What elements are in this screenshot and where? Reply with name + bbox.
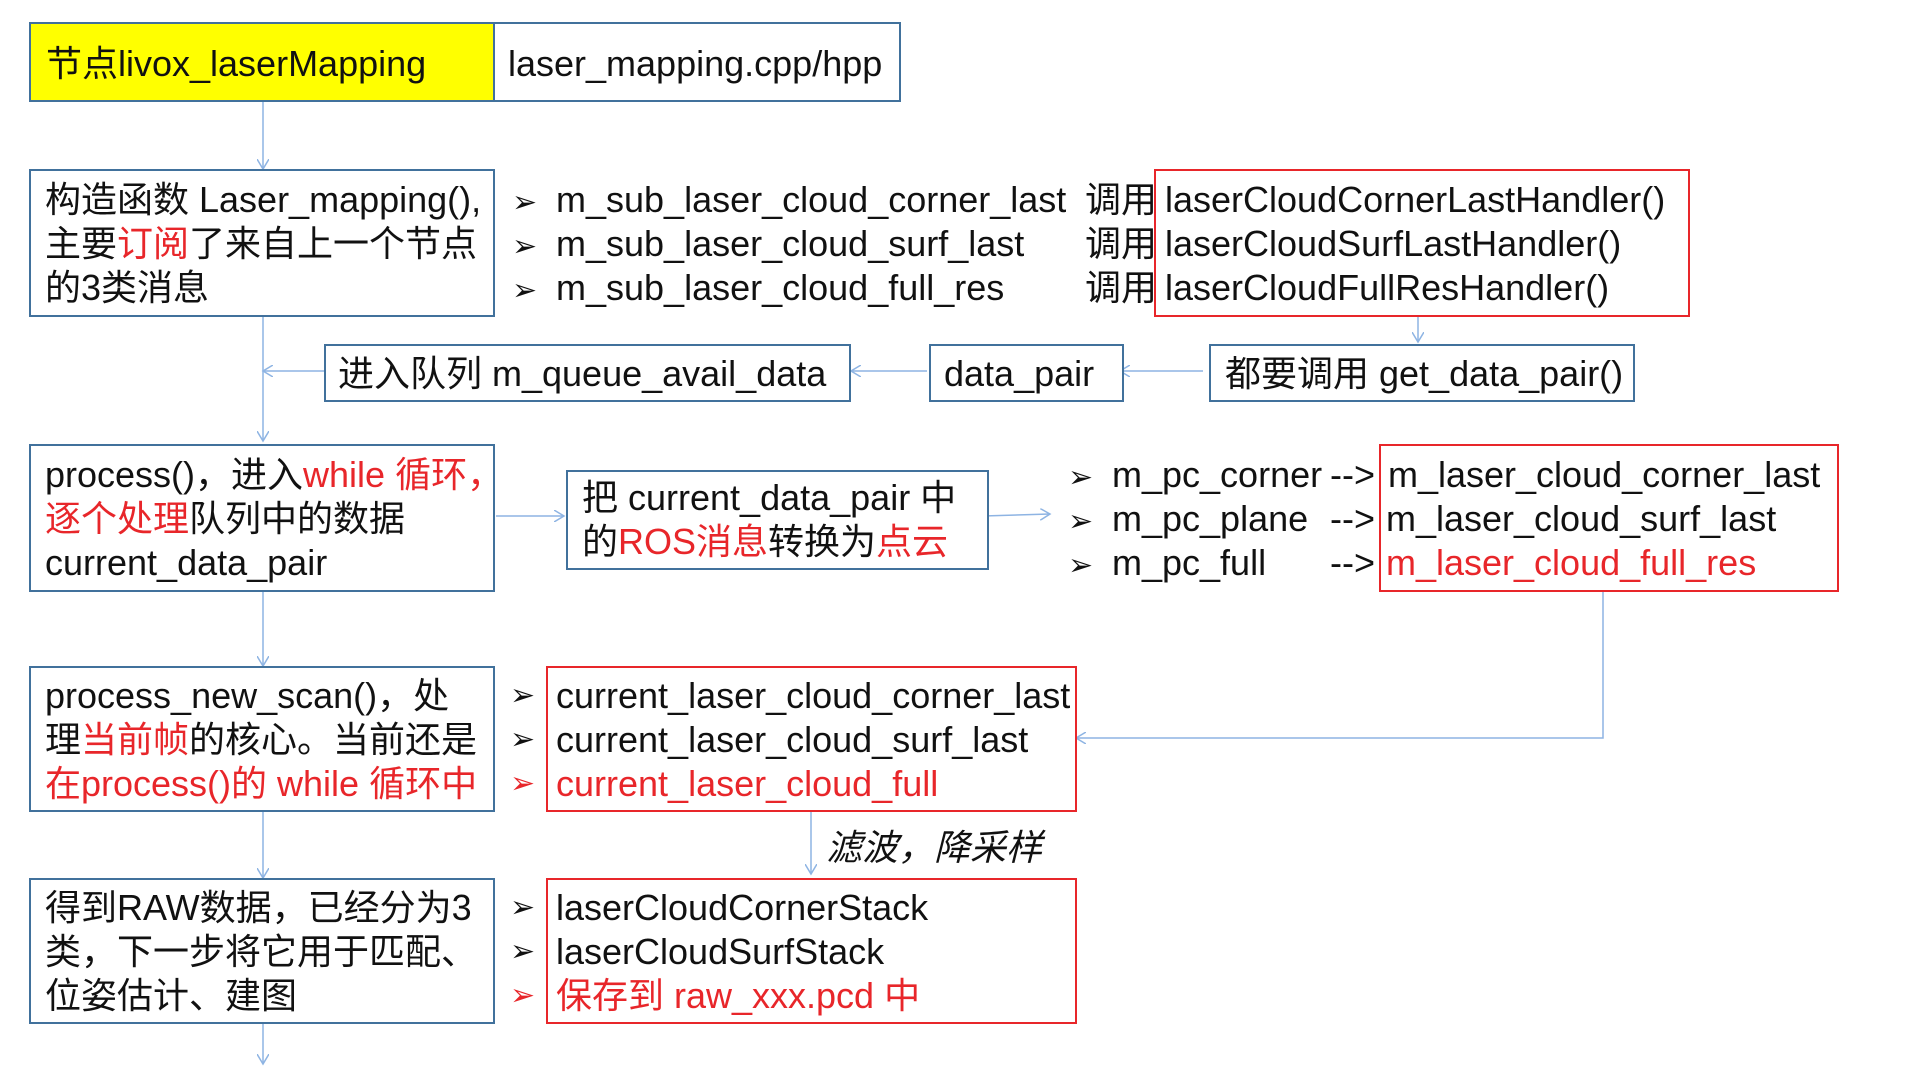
stacks-box bbox=[546, 878, 1077, 1024]
handler-name: laserCloudCornerLastHandler() bbox=[1165, 179, 1666, 220]
mapping-targets-box bbox=[1379, 444, 1839, 592]
raw-line-2: 类，下一步将它用于匹配、 bbox=[45, 931, 478, 972]
get-data-pair-label: 都要调用 get_data_pair() bbox=[1225, 353, 1624, 394]
node-label: 节点livox_laserMapping bbox=[46, 43, 427, 84]
process-line-1: process()，进入while 循环， bbox=[45, 454, 504, 495]
raw-line-3: 位姿估计、建图 bbox=[45, 975, 298, 1016]
current-cloud-item: current_laser_cloud_surf_last bbox=[556, 719, 1029, 760]
new-scan-line-2: 理当前帧的核心。当前还是 bbox=[45, 719, 478, 760]
mapping-target: m_laser_cloud_corner_last bbox=[1388, 454, 1821, 495]
mapping-item: ➢m_pc_corner bbox=[1068, 454, 1323, 495]
current-cloud-bullet: ➢ bbox=[510, 723, 536, 756]
handler-name: laserCloudFullResHandler() bbox=[1165, 267, 1610, 308]
process-line-2: 逐个处理队列中的数据 bbox=[45, 498, 406, 539]
current-cloud-item: current_laser_cloud_corner_last bbox=[556, 675, 1071, 716]
stack-item: laserCloudSurfStack bbox=[556, 931, 885, 972]
handler-name: laserCloudSurfLastHandler() bbox=[1165, 223, 1622, 264]
stack-item: 保存到 raw_xxx.pcd 中 bbox=[556, 975, 921, 1016]
constructor-line-2: 主要订阅了来自上一个节点 bbox=[45, 223, 478, 264]
file-label-box bbox=[493, 22, 901, 102]
process-box bbox=[29, 444, 495, 592]
data-pair-box bbox=[929, 344, 1124, 402]
data-pair-label: data_pair bbox=[944, 353, 1095, 394]
raw-line-1: 得到RAW数据，已经分为3 bbox=[45, 887, 472, 928]
new-scan-box bbox=[29, 666, 495, 812]
convert-line-1: 把 current_data_pair 中 bbox=[582, 477, 957, 518]
subscription-item: ➢m_sub_laser_cloud_corner_last bbox=[512, 179, 1067, 220]
constructor-box bbox=[29, 169, 495, 317]
mapping-item: ➢m_pc_plane bbox=[1068, 498, 1309, 539]
stack-bullet: ➢ bbox=[510, 935, 536, 968]
convert-line-2: 的ROS消息转换为点云 bbox=[582, 521, 949, 562]
node-label-box bbox=[29, 22, 495, 102]
call-label: 调用 bbox=[1085, 267, 1158, 308]
constructor-line-3: 的3类消息 bbox=[45, 267, 210, 308]
enqueue-box bbox=[324, 344, 851, 402]
stack-bullet: ➢ bbox=[510, 891, 536, 924]
constructor-line-1: 构造函数 Laser_mapping(), bbox=[45, 179, 482, 220]
current-clouds-box bbox=[546, 666, 1077, 812]
process-line-3: current_data_pair bbox=[45, 542, 328, 583]
mapping-target: m_laser_cloud_surf_last bbox=[1386, 498, 1777, 539]
handlers-box bbox=[1154, 169, 1690, 317]
stack-item: laserCloudCornerStack bbox=[556, 887, 929, 928]
subscription-item: ➢m_sub_laser_cloud_surf_last bbox=[512, 223, 1025, 264]
call-label: 调用 bbox=[1085, 223, 1158, 264]
enqueue-label: 进入队列 m_queue_avail_data bbox=[338, 353, 827, 394]
arrow-convert-to-mapping bbox=[982, 514, 1050, 516]
stack-bullet: ➢ bbox=[510, 979, 536, 1012]
subscription-item: ➢m_sub_laser_cloud_full_res bbox=[512, 267, 1005, 308]
raw-box bbox=[29, 878, 495, 1024]
call-label: 调用 bbox=[1085, 179, 1158, 220]
file-label: laser_mapping.cpp/hpp bbox=[508, 43, 883, 84]
mapping-item: ➢m_pc_full bbox=[1068, 542, 1267, 583]
new-scan-line-3: 在process()的 while 循环中 bbox=[45, 763, 478, 804]
mapping-arrow: --> bbox=[1330, 542, 1375, 583]
get-data-pair-box bbox=[1209, 344, 1635, 402]
current-cloud-item: current_laser_cloud_full bbox=[556, 763, 939, 804]
arrow-mapping-to-current bbox=[1076, 592, 1604, 738]
convert-box bbox=[566, 470, 989, 570]
new-scan-line-1: process_new_scan()，处 bbox=[45, 675, 450, 716]
filter-label: 滤波，降采样 bbox=[826, 827, 1043, 868]
current-cloud-bullet: ➢ bbox=[510, 767, 536, 800]
mapping-target: m_laser_cloud_full_res bbox=[1386, 542, 1757, 583]
current-cloud-bullet: ➢ bbox=[510, 679, 536, 712]
mapping-arrow: --> bbox=[1330, 454, 1375, 495]
mapping-arrow: --> bbox=[1330, 498, 1375, 539]
